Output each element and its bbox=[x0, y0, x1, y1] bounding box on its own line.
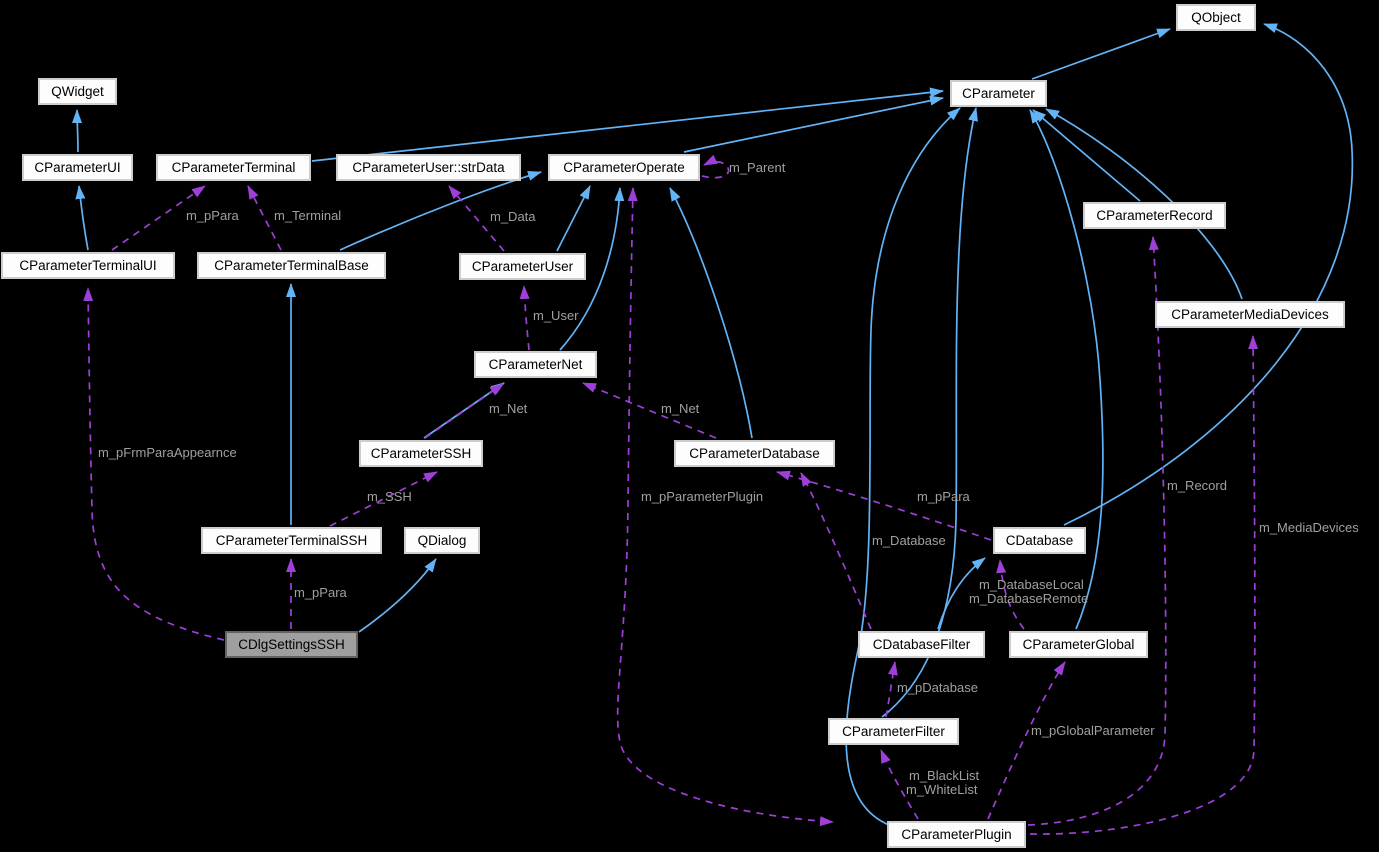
edge-cdatabasefilter-cdatabase bbox=[937, 557, 986, 630]
uedge-m-record bbox=[1027, 236, 1167, 826]
edge-label: m_Parent bbox=[729, 160, 786, 175]
uedge-m-databaselocal-remote bbox=[996, 559, 1025, 630]
edge-cparameterterminal-cparameter bbox=[311, 87, 944, 162]
edge-cparameterfilter-cparameter bbox=[881, 107, 978, 718]
uedge-m-user bbox=[519, 285, 530, 351]
edge-label: m_pPara bbox=[294, 585, 348, 600]
edge-label: m_pPara bbox=[186, 208, 240, 223]
edge-cparameteruser-cparameteroperate bbox=[556, 185, 591, 252]
node-cparameteruser-strdata[interactable]: CParameterUser::strData bbox=[336, 154, 521, 181]
uedge-m-pglobalparameter bbox=[987, 661, 1066, 820]
uedge-m-data bbox=[448, 185, 505, 252]
edge-label: m_SSH bbox=[367, 489, 412, 504]
node-cparameterglobal[interactable]: CParameterGlobal bbox=[1009, 631, 1148, 658]
edge-label: m_pPara bbox=[917, 489, 971, 504]
edge-cparameterglobal-cparameter bbox=[1029, 109, 1104, 630]
node-cdatabasefilter[interactable]: CDatabaseFilter bbox=[858, 631, 985, 658]
edge-label: m_BlackList bbox=[909, 768, 979, 783]
uedge-m-pfrmparaappearnce bbox=[83, 287, 225, 641]
edge-cparameteroperate-cparameter bbox=[683, 95, 944, 153]
edge-cparameter-qobject bbox=[1031, 28, 1171, 80]
edge-label: m_Net bbox=[661, 401, 700, 416]
node-cparameterssh[interactable]: CParameterSSH bbox=[359, 440, 483, 467]
edge-label: m_DatabaseLocal bbox=[979, 577, 1084, 592]
edge-label: m_pParameterPlugin bbox=[641, 489, 763, 504]
edge-cparameterrecord-cparameter bbox=[1032, 109, 1141, 202]
node-cparameterui[interactable]: CParameterUI bbox=[22, 154, 133, 181]
node-cparameterfilter[interactable]: CParameterFilter bbox=[828, 718, 959, 745]
node-cparameterterminalssh[interactable]: CParameterTerminalSSH bbox=[201, 527, 382, 554]
node-cparametermediadevices[interactable]: CParameterMediaDevices bbox=[1155, 301, 1345, 328]
uedge-m-blacklist-whitelist bbox=[880, 749, 919, 820]
node-cparameteruser[interactable]: CParameterUser bbox=[459, 253, 586, 280]
edge-cdlgsettingsssh-qdialog bbox=[358, 558, 437, 633]
uedge-m-ppara-terminal bbox=[111, 185, 206, 251]
edge-cparametermediadevices-cparameter bbox=[1045, 108, 1243, 300]
edge-label: m_Database bbox=[872, 533, 946, 548]
edge-cparameterterminalbase-cparameteroperate bbox=[339, 171, 542, 251]
edge-label: m_DatabaseRemote bbox=[969, 591, 1088, 606]
edge-label: m_Net bbox=[489, 401, 528, 416]
edge-cparameternet-cparameteroperate bbox=[559, 187, 625, 351]
edge-cdatabase-qobject bbox=[1063, 23, 1354, 526]
node-qwidget[interactable]: QWidget bbox=[38, 78, 117, 105]
node-cparameterplugin[interactable]: CParameterPlugin bbox=[887, 821, 1026, 848]
node-cdatabase[interactable]: CDatabase bbox=[993, 527, 1086, 554]
edge-label: m_Record bbox=[1167, 478, 1227, 493]
edge-cparameterterminalui-cparameterui bbox=[75, 185, 89, 251]
edge-label: m_WhiteList bbox=[906, 782, 978, 797]
node-cparameterdatabase[interactable]: CParameterDatabase bbox=[674, 440, 835, 467]
uedge-m-ppara-cdatabase bbox=[776, 470, 992, 541]
edge-label: m_Terminal bbox=[274, 208, 341, 223]
uedge-m-pparameterplugin bbox=[616, 187, 834, 827]
edge-label: m_User bbox=[533, 308, 579, 323]
edge-label: m_MediaDevices bbox=[1259, 520, 1359, 535]
edge-cparameterui-qwidget bbox=[72, 109, 83, 153]
edge-label: m_pDatabase bbox=[897, 680, 978, 695]
node-qobject[interactable]: QObject bbox=[1176, 4, 1256, 31]
edge-label: m_Data bbox=[490, 209, 536, 224]
uedge-m-database bbox=[800, 472, 872, 630]
uedge-m-pdatabase bbox=[885, 661, 898, 718]
uedge-m-net-ssh bbox=[424, 383, 504, 439]
node-cparameterterminalui[interactable]: CParameterTerminalUI bbox=[1, 252, 175, 279]
node-qdialog[interactable]: QDialog bbox=[404, 527, 480, 554]
uedge-m-mediadevices bbox=[1029, 335, 1259, 835]
edge-label: m_pGlobalParameter bbox=[1031, 723, 1155, 738]
uedge-m-parent-selfloop bbox=[701, 154, 730, 179]
node-cparameteroperate[interactable]: CParameterOperate bbox=[548, 154, 700, 181]
node-cparameterrecord[interactable]: CParameterRecord bbox=[1083, 202, 1226, 229]
node-cparameterterminal[interactable]: CParameterTerminal bbox=[156, 154, 311, 181]
node-cdlgsettingsssh[interactable]: CDlgSettingsSSH bbox=[225, 631, 358, 658]
node-cparameter[interactable]: CParameter bbox=[950, 80, 1047, 107]
edge-label: m_pFrmParaAppearnce bbox=[98, 445, 237, 460]
node-cparameternet[interactable]: CParameterNet bbox=[474, 351, 597, 378]
uedge-m-ssh bbox=[329, 471, 438, 527]
node-cparameterterminalbase[interactable]: CParameterTerminalBase bbox=[197, 252, 386, 279]
